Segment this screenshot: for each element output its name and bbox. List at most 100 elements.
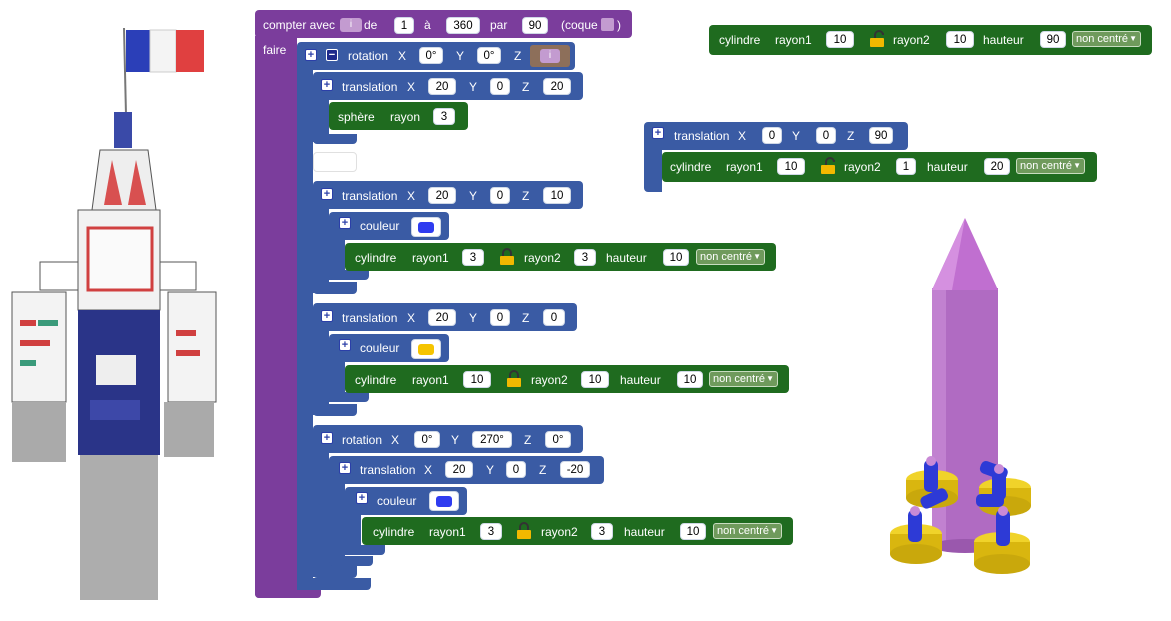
cyl4-lock-icon[interactable]	[516, 522, 532, 539]
cyl2-lock-icon[interactable]	[499, 248, 515, 265]
cyl5-h-field[interactable]: 20	[984, 158, 1010, 175]
cyl4-r1-field[interactable]: 3	[480, 523, 502, 540]
trans1-y-field[interactable]: 0	[490, 78, 510, 95]
trans3-y-field[interactable]: 0	[490, 309, 510, 326]
color3-swatch[interactable]	[411, 339, 441, 359]
rotation2-footer	[313, 566, 357, 578]
rotation1-x-label: X	[398, 49, 407, 63]
cyl4-r1-label: rayon1	[429, 525, 466, 539]
trans1-x-label: X	[407, 80, 416, 94]
trans4-x-field[interactable]: 20	[445, 461, 473, 478]
rotation2-block[interactable]	[313, 425, 583, 453]
cyl2-r1-label: rayon1	[412, 251, 449, 265]
trans1-plus-icon[interactable]: +	[321, 79, 333, 91]
cyl5-h-label: hauteur	[927, 160, 968, 174]
trans5-x-field[interactable]: 0	[762, 127, 782, 144]
color3-plus-icon[interactable]: +	[339, 339, 351, 351]
cyltop-r1-field[interactable]: 10	[826, 31, 854, 48]
cyltop-r2-field[interactable]: 10	[946, 31, 974, 48]
rotation2-plus-icon[interactable]: +	[321, 432, 333, 444]
cyl2-h-field[interactable]: 10	[663, 249, 689, 266]
trans2-z-field[interactable]: 10	[543, 187, 571, 204]
color2-plus-icon[interactable]: +	[339, 217, 351, 229]
cyltop-h-label: hauteur	[983, 33, 1024, 47]
cyltop-r1-label: rayon1	[775, 33, 812, 47]
cyl5-label: cylindre	[670, 160, 712, 174]
color4-swatch[interactable]	[429, 491, 459, 511]
rotation2-y-field[interactable]: 270°	[472, 431, 512, 448]
cyl3-r2-label: rayon2	[531, 373, 568, 387]
chevron-down-icon: ▼	[766, 374, 774, 383]
cyltop-h-field[interactable]: 90	[1040, 31, 1066, 48]
cyl4-mode-dropdown[interactable]: non centré▼	[713, 523, 782, 539]
trans2-footer	[313, 282, 357, 294]
trans5-y-field[interactable]: 0	[816, 127, 836, 144]
loop-var-chip[interactable]: i	[340, 18, 362, 32]
color3-spine	[329, 360, 345, 402]
rotation2-z-field[interactable]: 0°	[545, 431, 571, 448]
trans4-plus-icon[interactable]: +	[339, 462, 351, 474]
trans4-y-field[interactable]: 0	[506, 461, 526, 478]
empty-slot[interactable]	[313, 152, 357, 172]
loop-from-field[interactable]: 1	[394, 17, 414, 34]
loop-par-label: par	[490, 18, 508, 32]
trans1-x-field[interactable]: 20	[428, 78, 456, 95]
cyl3-r1-field[interactable]: 10	[463, 371, 491, 388]
trans1-z-label: Z	[522, 80, 530, 94]
trans5-x-label: X	[738, 129, 747, 143]
trans3-spine	[313, 329, 329, 415]
loop-block[interactable]	[255, 10, 632, 38]
coque-checkbox[interactable]	[601, 18, 614, 31]
cyl4-r2-field[interactable]: 3	[591, 523, 613, 540]
trans5-z-field[interactable]: 90	[869, 127, 893, 144]
cyltop-mode-dropdown[interactable]: non centré▼	[1072, 31, 1141, 47]
cyltop-r2-label: rayon2	[893, 33, 930, 47]
color2-swatch[interactable]	[411, 217, 441, 237]
loop-to-field[interactable]: 360	[446, 17, 480, 34]
trans2-x-field[interactable]: 20	[428, 187, 456, 204]
color4-plus-icon[interactable]: +	[356, 492, 368, 504]
cyltop-unlock-icon[interactable]	[869, 30, 885, 47]
cyl5-unlock-icon[interactable]	[820, 157, 836, 174]
color4-label: couleur	[377, 494, 417, 508]
cyl3-lock-icon[interactable]	[506, 370, 522, 387]
cyl3-mode-dropdown[interactable]: non centré▼	[709, 371, 778, 387]
trans4-spine	[329, 482, 345, 566]
rotation1-y-label: Y	[456, 49, 465, 63]
trans1-z-field[interactable]: 20	[543, 78, 571, 95]
trans3-x-field[interactable]: 20	[428, 309, 456, 326]
cyl3-r2-field[interactable]: 10	[581, 371, 609, 388]
rotation1-footer	[297, 578, 371, 590]
trans3-y-label: Y	[469, 311, 478, 325]
rotation1-y-field[interactable]: 0°	[477, 47, 501, 64]
trans1-y-label: Y	[469, 80, 478, 94]
rotation2-x-field[interactable]: 0°	[414, 431, 440, 448]
cyl2-mode-dropdown[interactable]: non centré▼	[696, 249, 765, 265]
sphere-radius-field[interactable]: 3	[433, 108, 455, 125]
loop-spine	[255, 36, 297, 598]
trans4-z-field[interactable]: -20	[560, 461, 590, 478]
cyl3-h-field[interactable]: 10	[677, 371, 703, 388]
trans3-z-field[interactable]: 0	[543, 309, 565, 326]
cyl5-r1-field[interactable]: 10	[777, 158, 805, 175]
rotation1-plus-icon[interactable]: +	[305, 49, 317, 61]
trans2-z-label: Z	[522, 189, 530, 203]
rotation1-minus-icon[interactable]: −	[326, 49, 338, 61]
cyl3-label: cylindre	[355, 373, 397, 387]
rotation1-x-field[interactable]: 0°	[419, 47, 443, 64]
cyl2-r2-field[interactable]: 3	[574, 249, 596, 266]
cyl5-mode-dropdown[interactable]: non centré▼	[1016, 158, 1085, 174]
sphere-radius-label: rayon	[390, 110, 421, 124]
cyl2-r1-field[interactable]: 3	[462, 249, 484, 266]
color3-footer	[329, 392, 369, 402]
trans2-y-field[interactable]: 0	[490, 187, 510, 204]
trans5-plus-icon[interactable]: +	[652, 127, 664, 139]
chevron-down-icon: ▼	[1073, 161, 1081, 170]
trans5-spine	[644, 148, 662, 192]
loop-step-field[interactable]: 90	[522, 17, 548, 34]
trans3-plus-icon[interactable]: +	[321, 310, 333, 322]
cyl4-h-field[interactable]: 10	[680, 523, 706, 540]
rotation1-z-var[interactable]: i	[540, 49, 560, 63]
cyl5-r2-field[interactable]: 1	[896, 158, 916, 175]
trans2-plus-icon[interactable]: +	[321, 188, 333, 200]
